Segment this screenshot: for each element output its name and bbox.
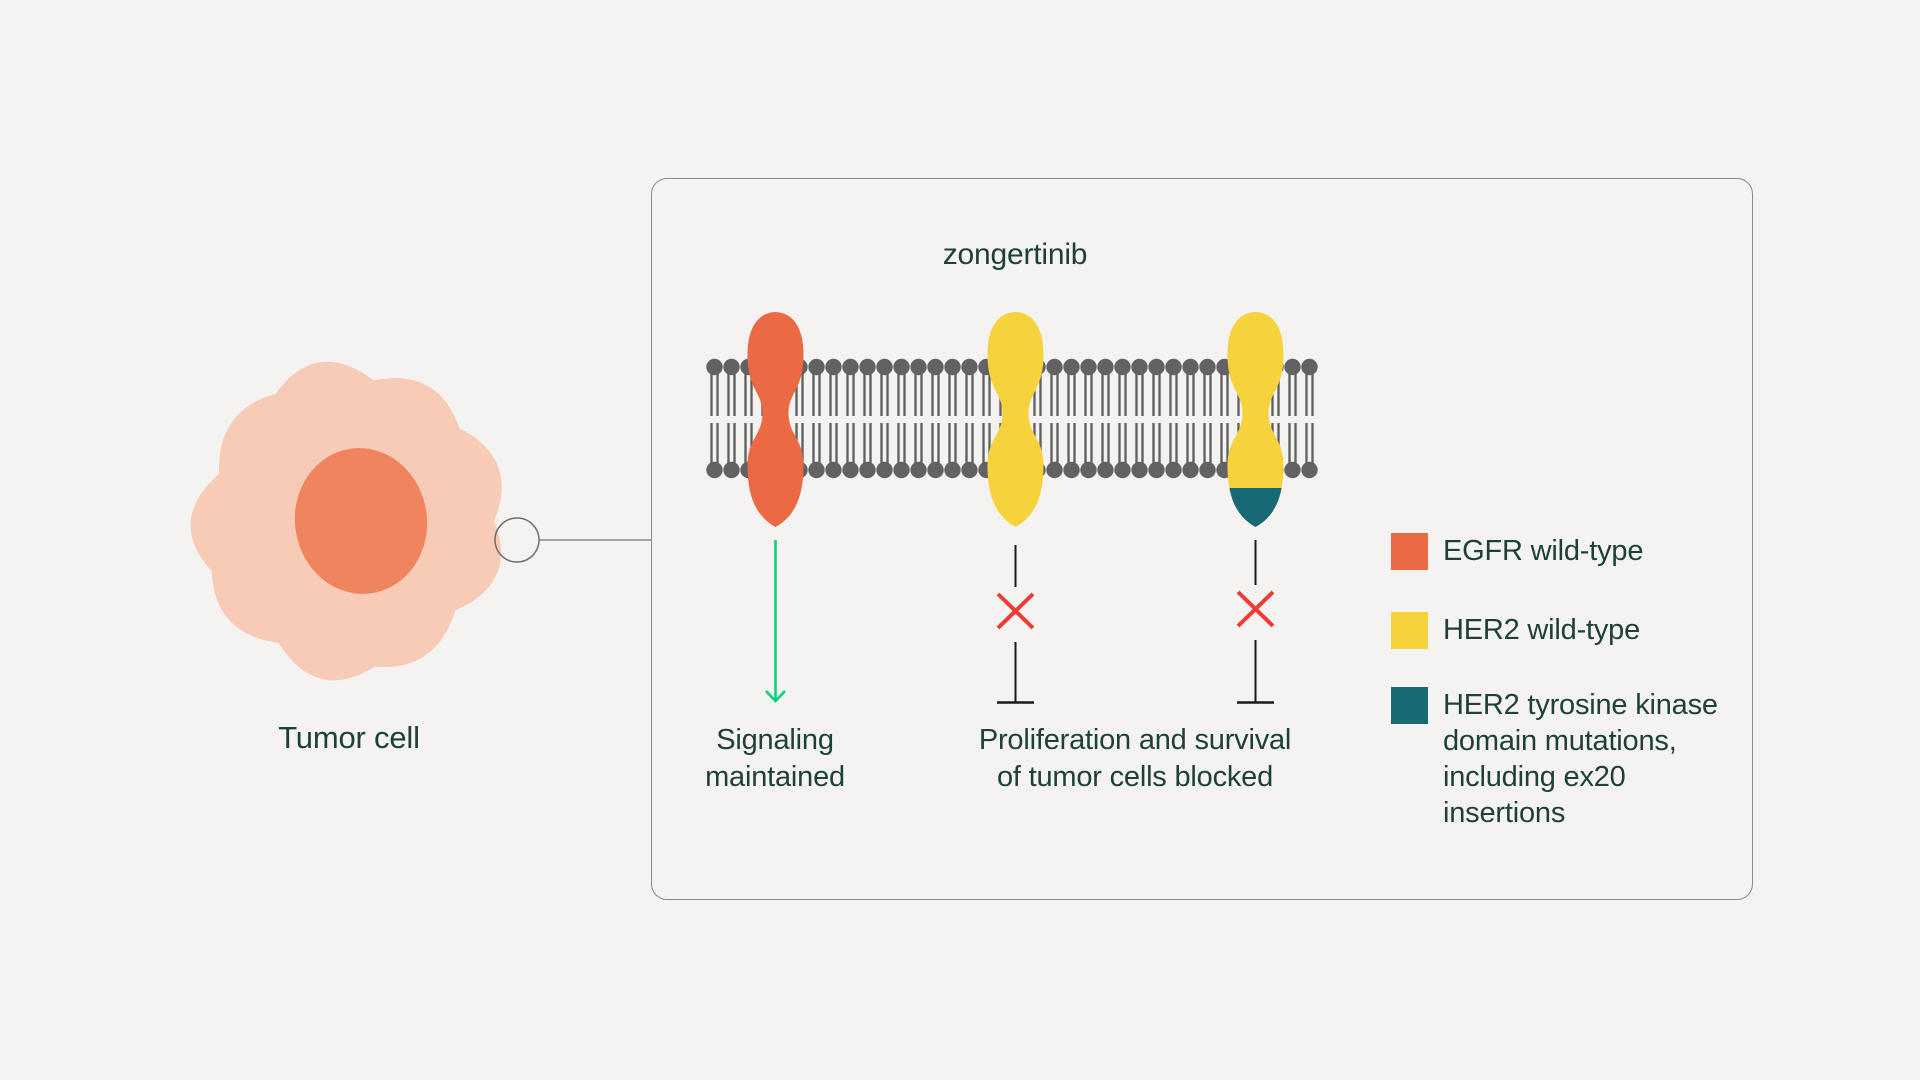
legend-item-her2-wild-type: HER2 wild-type (1391, 612, 1743, 649)
egfr-receptor-body (747, 312, 804, 527)
blocked-x-icon (1236, 590, 1275, 628)
tumor-cell-label: Tumor cell (278, 720, 420, 755)
inhibition-line-her2-wild-type (996, 545, 1035, 704)
arrow-head-icon (765, 690, 786, 703)
caption-blocked-line1: Proliferation and survival (978, 724, 1292, 756)
her2-mutant-receptor (1227, 312, 1284, 527)
legend-item-egfr-wild-type: EGFR wild-type (1391, 533, 1743, 570)
caption-blocked: Proliferation and survival of tumor cell… (935, 722, 1335, 796)
legend-swatch-egfr (1391, 533, 1428, 570)
tumor-cell-nucleus (294, 448, 428, 594)
legend-swatch-her2-mutations (1391, 687, 1428, 724)
inhibition-line-her2-mutant (1236, 540, 1275, 704)
legend-label-her2: HER2 wild-type (1443, 614, 1641, 646)
caption-signaling-line2: maintained (705, 761, 845, 793)
her2-receptor-body (987, 312, 1044, 527)
zoom-panel (651, 178, 1753, 900)
caption-signaling: Signaling maintained (625, 722, 925, 796)
her2-wild-type-receptor (987, 312, 1044, 527)
egfr-wild-type-receptor (747, 312, 804, 527)
legend-label-egfr: EGFR wild-type (1443, 535, 1644, 567)
legend-item-her2-mutations: HER2 tyrosine kinase domain mutations, i… (1391, 687, 1743, 831)
magnifier-circle (494, 517, 540, 563)
caption-blocked-line2: of tumor cells blocked (996, 761, 1274, 793)
panel-title: zongertinib (942, 238, 1088, 271)
legend-label-her2-mutations: HER2 tyrosine kinase domain mutations, i… (1443, 689, 1718, 829)
legend-swatch-her2 (1391, 612, 1428, 649)
signaling-arrow (765, 540, 786, 703)
blocked-x-icon (996, 592, 1035, 630)
caption-signaling-line1: Signaling (716, 724, 834, 756)
